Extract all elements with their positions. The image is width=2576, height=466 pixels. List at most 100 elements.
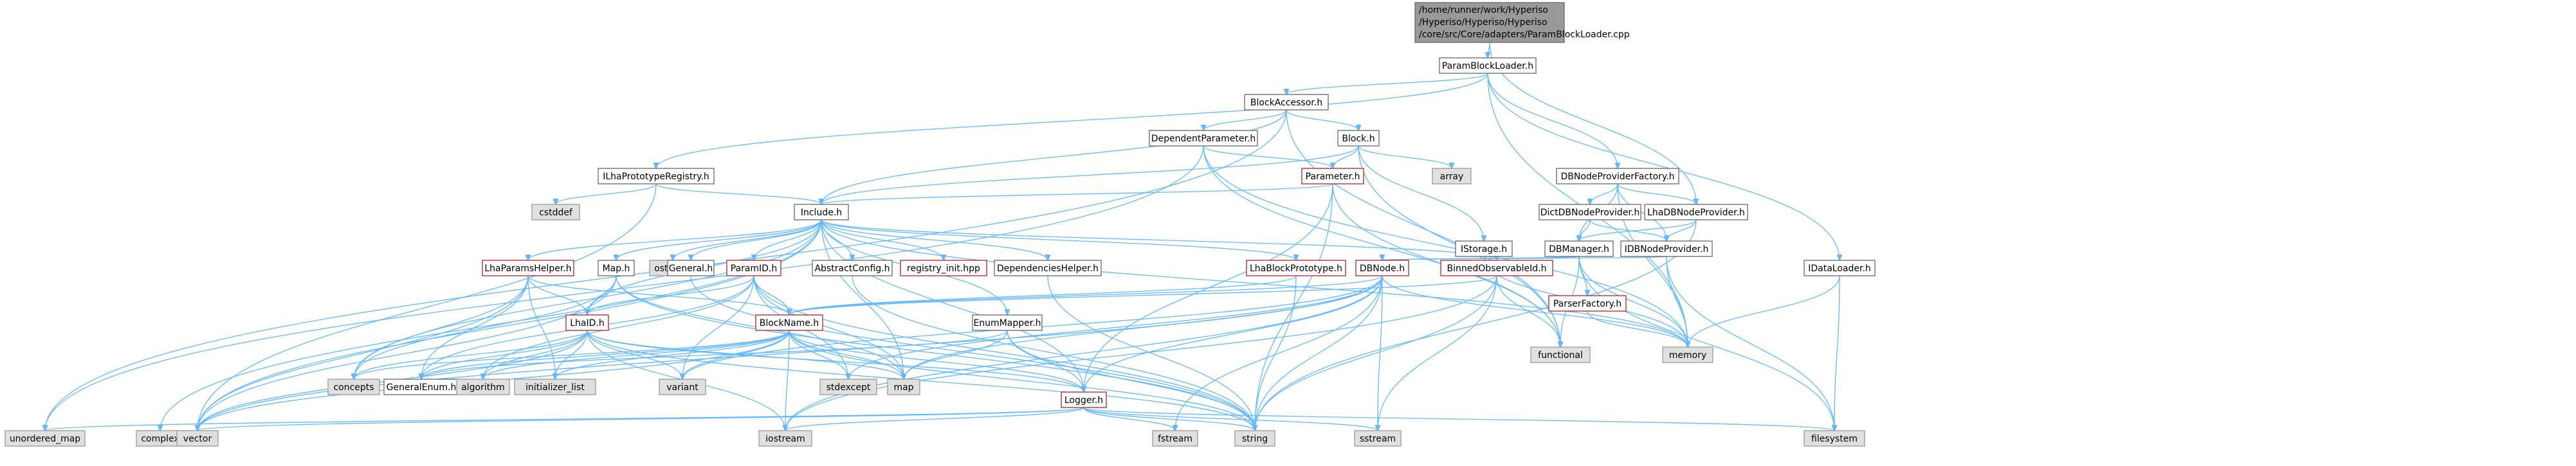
node-box — [1337, 130, 1380, 147]
edge-map-to-concepts — [354, 275, 617, 379]
node-lhaparamshelper[interactable]: LhaParamsHelper.h — [482, 260, 574, 276]
node-stdexcept[interactable]: stdexcept — [819, 379, 877, 395]
node-dependentparameter[interactable]: DependentParameter.h — [1149, 130, 1258, 147]
node-fstream[interactable]: fstream — [1152, 430, 1198, 447]
node-blockaccessor[interactable]: BlockAccessor.h — [1244, 94, 1329, 111]
node-dbmanager[interactable]: DBManager.h — [1544, 240, 1614, 257]
edge-blockname-to-algorithm — [483, 330, 790, 379]
node-string[interactable]: string — [1234, 430, 1275, 447]
edge-include-to-complex — [160, 219, 822, 431]
node-initializer-list[interactable]: initializer_list — [514, 379, 596, 395]
node-dictdbnodeprovider[interactable]: DictDBNodeProvider.h — [1539, 204, 1641, 220]
node-label: DBManager.h — [1549, 244, 1609, 255]
node-concepts[interactable]: concepts — [327, 379, 380, 395]
node-parserfactory[interactable]: ParserFactory.h — [1548, 295, 1627, 312]
node-istorage[interactable]: IStorage.h — [1455, 240, 1513, 257]
edge-logger-to-iostream — [785, 407, 1084, 431]
node-ilhaprototyperegistry[interactable]: ILhaPrototypeRegistry.h — [598, 168, 715, 184]
node-idbnodeprovider[interactable]: IDBNodeProvider.h — [1620, 240, 1713, 257]
edge-idbnodeprovider-to-dbnode — [1382, 256, 1667, 260]
node-iostream[interactable]: iostream — [758, 430, 812, 447]
node-box — [1548, 295, 1627, 312]
node-paramid[interactable]: ParamID.h — [726, 260, 781, 276]
edge-logger-to-filesystem — [1083, 407, 1834, 431]
edge-blockaccessor-to-functional — [1286, 109, 1560, 347]
node-lhablockprototype[interactable]: LhaBlockPrototype.h — [1246, 260, 1346, 276]
edge-dbnodeproviderfactory-to-lhadbnodeprovider — [1617, 183, 1696, 204]
edge-parserfactory-to-memory — [1587, 310, 1688, 347]
node-cstddef[interactable]: cstddef — [531, 204, 580, 220]
focus-node[interactable]: /home/runner/work/Hyperiso /Hyperiso/Hyp… — [1414, 2, 1630, 43]
node-map[interactable]: map — [887, 379, 920, 395]
node-label: LhaDBNodeProvider.h — [1647, 208, 1745, 218]
node-registry-init[interactable]: registry_init.hpp — [900, 260, 987, 276]
node-box — [1149, 130, 1258, 147]
edge-dbnode-to-iostream — [785, 275, 1383, 431]
edge-dictdbnodeprovider-to-dbmanager — [1579, 219, 1591, 241]
node-box — [1301, 168, 1364, 184]
node-label: vector — [183, 434, 212, 444]
focus-line-1: /home/runner/work/Hyperiso — [1419, 5, 1548, 15]
node-paramblockloader[interactable]: ParamBlockLoader.h — [1439, 57, 1537, 74]
node-parameter[interactable]: Parameter.h — [1301, 168, 1364, 184]
node-algorithm[interactable]: algorithm — [456, 379, 510, 395]
node-label: string — [1242, 434, 1268, 444]
node-box — [1244, 94, 1329, 111]
node-variant[interactable]: variant — [659, 379, 706, 395]
edge-abstractconfig-to-string — [852, 275, 1255, 431]
edge-dbnodeproviderfactory-to-dictdbnodeprovider — [1590, 183, 1618, 204]
node-enummapper[interactable]: EnumMapper.h — [972, 314, 1043, 331]
node-box — [598, 260, 635, 276]
edge-dependentparameter-to-parameter — [1203, 145, 1333, 168]
node-lhadbnodeprovider[interactable]: LhaDBNodeProvider.h — [1644, 204, 1748, 220]
node-lhaid[interactable]: LhaID.h — [565, 314, 609, 331]
node-memory[interactable]: memory — [1662, 346, 1713, 363]
node-generalenum[interactable]: GeneralEnum.h — [383, 379, 459, 395]
node-idataloader[interactable]: IDataLoader.h — [1804, 260, 1876, 276]
node-dependencieshelper[interactable]: DependenciesHelper.h — [994, 260, 1102, 276]
edge-lhaid-to-map — [587, 330, 904, 379]
node-label: array — [1440, 172, 1464, 182]
node-logger[interactable]: Logger.h — [1061, 391, 1107, 408]
node-label: sstream — [1360, 434, 1396, 444]
node-blockname[interactable]: BlockName.h — [755, 314, 823, 331]
node-label: LhaParamsHelper.h — [484, 264, 571, 274]
node-functional[interactable]: functional — [1530, 346, 1591, 363]
node-array[interactable]: array — [1432, 168, 1472, 184]
node-label: ParamBlockLoader.h — [1442, 61, 1533, 71]
edge-blockname-to-stdexcept — [789, 330, 848, 379]
edge-dependencieshelper-to-string — [1047, 275, 1255, 431]
edge-blockname-to-iostream — [785, 330, 790, 431]
node-label: IDataLoader.h — [1808, 264, 1871, 274]
node-dbnodeproviderfactory[interactable]: DBNodeProviderFactory.h — [1556, 168, 1679, 184]
node-dbnode[interactable]: DBNode.h — [1355, 260, 1409, 276]
node-general[interactable]: General.h — [667, 260, 715, 276]
node-filesystem[interactable]: filesystem — [1804, 430, 1865, 447]
edge-parameter-to-include — [821, 183, 1333, 204]
edge-include-to-binnedobservableid — [821, 219, 1497, 260]
node-box — [1234, 430, 1275, 447]
node-box — [482, 260, 574, 276]
node-box — [1152, 430, 1198, 447]
node-vector[interactable]: vector — [176, 430, 219, 447]
node-box — [456, 379, 510, 395]
node-box — [327, 379, 380, 395]
node-map[interactable]: Map.h — [598, 260, 635, 276]
node-label: IStorage.h — [1461, 244, 1507, 255]
node-box — [1544, 240, 1614, 257]
node-label: BlockName.h — [760, 318, 819, 328]
node-include[interactable]: Include.h — [794, 204, 849, 220]
node-box — [514, 379, 596, 395]
node-binnedobservableid[interactable]: BinnedObservableId.h — [1440, 260, 1553, 276]
node-block[interactable]: Block.h — [1337, 130, 1380, 147]
edge-include-to-ostream — [673, 219, 822, 260]
node-box — [1644, 204, 1748, 220]
edge-dbnode-to-blockname — [789, 275, 1383, 315]
node-abstractconfig[interactable]: AbstractConfig.h — [812, 260, 893, 276]
node-label: unordered_map — [10, 434, 80, 444]
edge-include-to-registry_init — [821, 219, 944, 260]
node-unordered-map[interactable]: unordered_map — [5, 430, 86, 447]
node-sstream[interactable]: sstream — [1354, 430, 1402, 447]
edge-paramblockloader-to-ilhaprototyperegistry — [656, 73, 1488, 168]
node-box — [598, 168, 715, 184]
